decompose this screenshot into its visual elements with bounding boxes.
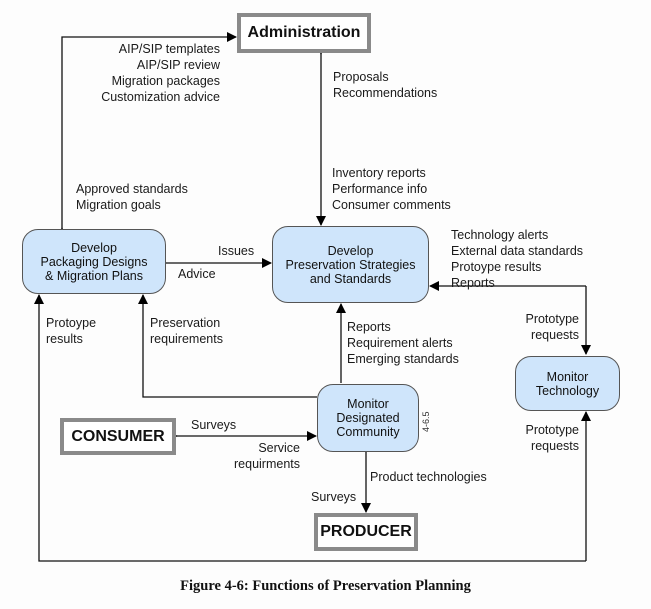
arrow-community-packaging	[138, 294, 317, 398]
process-line: Packaging Designs	[40, 254, 148, 269]
community-reports-flow-label: Reports Requirement alerts Emerging stan…	[347, 320, 459, 366]
process-line: Monitor	[546, 369, 589, 384]
process-line: Community	[336, 425, 400, 439]
process-line: Technology	[535, 383, 600, 398]
inventory-flow-label: Inventory reports Performance info Consu…	[332, 166, 451, 212]
administration-entity[interactable]: Administration	[237, 13, 371, 53]
producer-entity[interactable]: PRODUCER	[314, 513, 418, 551]
arrow-packaging-administration	[57, 32, 237, 237]
process-line: Designated	[336, 411, 400, 425]
process-line: Develop	[327, 243, 374, 258]
surveys-producer-flow-label: Surveys	[311, 490, 357, 504]
admin-packaging-flow-label: AIP/SIP templates AIP/SIP review Migrati…	[101, 42, 220, 104]
monitor-technology-process[interactable]: Monitor Technology	[515, 356, 620, 411]
service-requirements-flow-label: Service requirments	[234, 441, 300, 471]
process-line: and Standards	[309, 271, 392, 286]
advice-flow-label: Advice	[178, 267, 216, 281]
prototype-requests-bottom-label: Prototype requests	[525, 423, 579, 453]
consumer-entity[interactable]: CONSUMER	[60, 418, 176, 455]
proposals-flow-label: Proposals Recommendations	[333, 70, 438, 100]
prototype-requests-top-label: Prototype requests	[525, 312, 579, 342]
process-line: & Migration Plans	[45, 268, 143, 283]
arrow-loop-to-packaging	[34, 294, 586, 562]
protoype-results-flow-label: Protoype results	[46, 316, 97, 346]
consumer-label: CONSUMER	[71, 427, 165, 445]
producer-label: PRODUCER	[320, 523, 412, 540]
process-line: Develop	[71, 240, 117, 255]
administration-label: Administration	[247, 24, 361, 41]
surveys-consumer-flow-label: Surveys	[191, 418, 237, 432]
monitor-community-process[interactable]: Monitor Designated Community	[317, 384, 419, 452]
figure-caption: Figure 4-6: Functions of Preservation Pl…	[180, 578, 471, 594]
approved-standards-flow-label: Approved standards Migration goals	[76, 182, 188, 212]
side-note: 4-6.5	[421, 411, 431, 432]
packaging-designs-process[interactable]: Develop Packaging Designs & Migration Pl…	[22, 229, 166, 294]
process-line: Monitor	[347, 397, 389, 411]
preservation-strategies-process[interactable]: Develop Preservation Strategies and Stan…	[272, 226, 429, 303]
technology-alerts-flow-label: Technology alerts External data standard…	[451, 228, 584, 290]
issues-flow-label: Issues	[218, 244, 255, 258]
product-technologies-flow-label: Product technologies	[370, 470, 487, 484]
process-line: Preservation Strategies	[285, 257, 416, 272]
preservation-requirements-flow-label: Preservation requirements	[150, 316, 223, 346]
